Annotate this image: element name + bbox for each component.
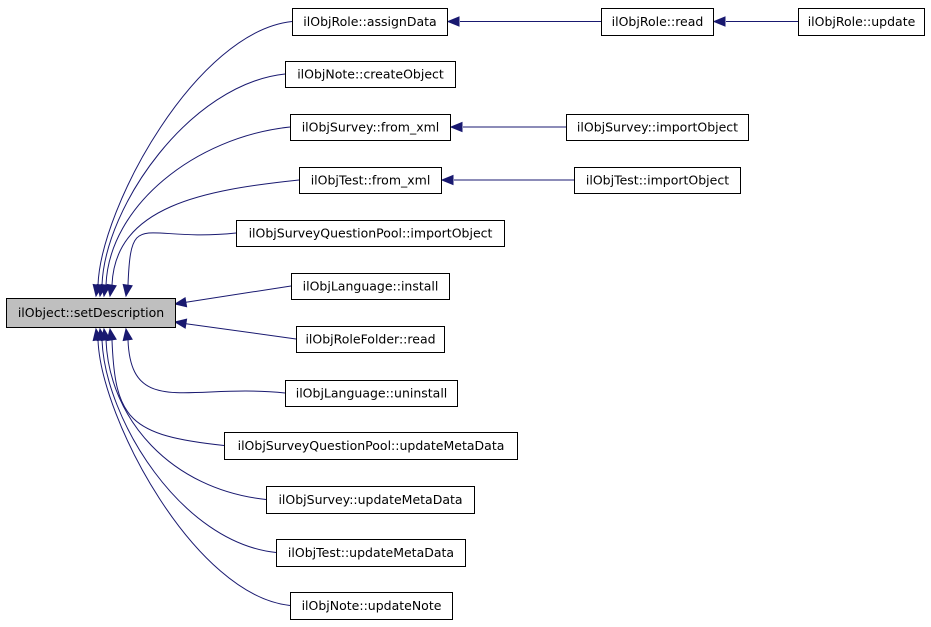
node-box xyxy=(6,298,176,328)
node-label: ilObjSurvey::importObject xyxy=(577,120,738,135)
node-box xyxy=(299,167,442,194)
node-ilobjrole-update[interactable]: ilObjRole::update xyxy=(798,8,925,36)
edge-line xyxy=(101,339,277,553)
node-label: ilObjSurveyQuestionPool::importObject xyxy=(249,226,493,241)
node-ilobjrole-read[interactable]: ilObjRole::read xyxy=(601,8,714,36)
edge-line xyxy=(127,232,237,286)
node-box xyxy=(798,8,925,36)
node-label: ilObjRole::assignData xyxy=(303,14,436,29)
node-label: ilObjRole::read xyxy=(612,14,704,29)
edge-test-import-to-test-from-xml xyxy=(440,174,574,186)
edge-role-update-to-role-read xyxy=(712,16,798,27)
node-ilobjsurveyquestionpool-updatemetadata[interactable]: ilObjSurveyQuestionPool::updateMetaData xyxy=(224,432,518,460)
edge-survey-import-to-survey-from-xml xyxy=(449,121,566,133)
node-ilobjrole-assigndata[interactable]: ilObjRole::assignData xyxy=(292,8,448,36)
node-ilobjsurvey-updatemetadata[interactable]: ilObjSurvey::updateMetaData xyxy=(266,486,475,514)
node-ilobjsurvey-from-xml[interactable]: ilObjSurvey::from_xml xyxy=(290,114,451,141)
node-label: ilObjTest::updateMetaData xyxy=(288,545,454,560)
node-ilobjrolefolder-read[interactable]: ilObjRoleFolder::read xyxy=(296,326,445,353)
node-ilobjtest-from-xml[interactable]: ilObjTest::from_xml xyxy=(299,167,442,194)
edge-arrowhead xyxy=(173,296,188,308)
edge-survey-update-to-root xyxy=(100,327,267,500)
node-label: ilObjNote::updateNote xyxy=(302,598,442,613)
edge-line xyxy=(127,339,286,394)
edge-line xyxy=(105,126,291,286)
node-box xyxy=(276,539,466,567)
node-layer: ilObject::setDescription ilObjRole::assig… xyxy=(6,8,925,620)
edge-note-update-to-root xyxy=(92,327,291,606)
node-label: ilObjNote::createObject xyxy=(297,67,444,82)
edge-survey-from-xml-to-root xyxy=(100,126,291,298)
node-ilobjlanguage-install[interactable]: ilObjLanguage::install xyxy=(291,273,450,300)
edge-arrowhead xyxy=(440,174,454,186)
node-box xyxy=(601,8,714,36)
edge-arrowhead xyxy=(449,121,463,133)
node-ilobjlanguage-uninstall[interactable]: ilObjLanguage::uninstall xyxy=(285,380,458,407)
node-label: ilObjRoleFolder::read xyxy=(305,332,435,347)
node-box xyxy=(236,220,505,247)
edge-arrowhead xyxy=(92,327,103,342)
node-ilobjsurvey-importobject[interactable]: ilObjSurvey::importObject xyxy=(566,114,749,141)
edge-lang-install-to-root xyxy=(173,285,292,308)
node-box xyxy=(566,114,749,141)
edge-sqp-import-to-root xyxy=(122,232,237,298)
node-box xyxy=(285,380,458,407)
edge-line xyxy=(185,323,297,340)
node-box xyxy=(224,432,518,460)
node-ilobjnote-createobject[interactable]: ilObjNote::createObject xyxy=(285,61,456,88)
edge-test-from-xml-to-root xyxy=(106,179,300,298)
edge-line xyxy=(111,179,300,286)
edge-line xyxy=(185,285,292,303)
node-label: ilObject::setDescription xyxy=(18,305,164,320)
node-box xyxy=(574,167,741,194)
edge-lang-uninstall-to-root xyxy=(122,327,286,394)
edge-rolefolder-read-to-root xyxy=(173,318,297,340)
edge-arrowhead xyxy=(446,16,460,27)
edge-layer xyxy=(92,16,798,606)
node-label: ilObjLanguage::uninstall xyxy=(296,386,448,401)
node-box xyxy=(291,273,450,300)
node-box xyxy=(292,8,448,36)
edge-sqp-update-to-root xyxy=(106,327,225,446)
node-box xyxy=(285,61,456,88)
node-ilobjtest-updatemetadata[interactable]: ilObjTest::updateMetaData xyxy=(276,539,466,567)
node-label: ilObjLanguage::install xyxy=(303,279,439,294)
edge-arrowhead xyxy=(106,283,117,298)
edge-arrowhead xyxy=(173,318,188,329)
node-ilobject-setdescription: ilObject::setDescription xyxy=(6,298,176,328)
edge-line xyxy=(105,339,267,500)
edge-role-read-to-assigndata xyxy=(446,16,601,27)
node-ilobjtest-importobject[interactable]: ilObjTest::importObject xyxy=(574,167,741,194)
node-label: ilObjSurvey::from_xml xyxy=(302,120,440,135)
edge-arrowhead xyxy=(122,327,133,342)
node-ilobjsurveyquestionpool-importobject[interactable]: ilObjSurveyQuestionPool::importObject xyxy=(236,220,505,247)
edge-arrowhead xyxy=(122,283,133,298)
node-box xyxy=(290,114,451,141)
node-box xyxy=(266,486,475,514)
edge-arrowhead xyxy=(712,16,726,27)
node-box xyxy=(296,326,445,353)
node-label: ilObjRole::update xyxy=(808,14,916,29)
edge-line xyxy=(97,339,291,606)
node-label: ilObjTest::importObject xyxy=(586,173,729,188)
node-ilobjnote-updatenote[interactable]: ilObjNote::updateNote xyxy=(290,592,453,620)
edge-line xyxy=(111,339,225,446)
edge-assigndata-to-root xyxy=(92,21,293,298)
edge-line xyxy=(97,21,293,286)
node-box xyxy=(290,592,453,620)
node-label: ilObjTest::from_xml xyxy=(311,173,431,188)
node-label: ilObjSurvey::updateMetaData xyxy=(278,492,462,507)
node-label: ilObjSurveyQuestionPool::updateMetaData xyxy=(238,438,505,453)
edge-line xyxy=(101,73,286,286)
